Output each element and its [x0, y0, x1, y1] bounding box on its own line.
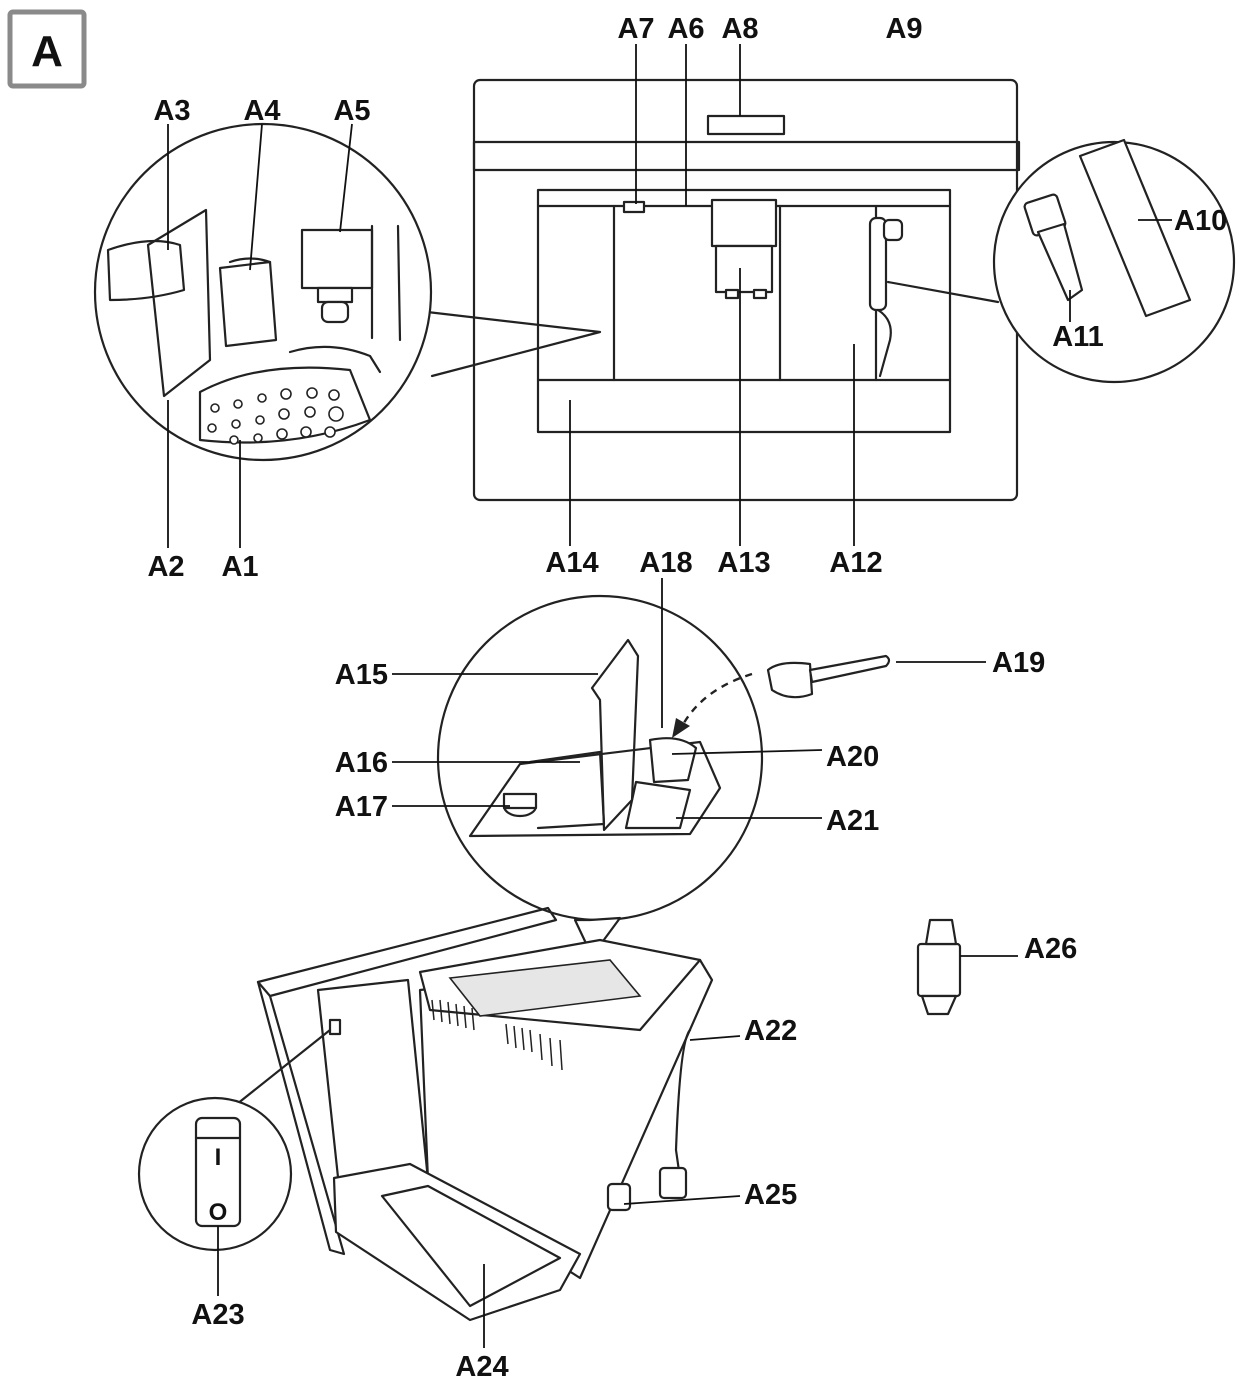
- section-badge: A: [7, 9, 87, 89]
- switch-off-mark: O: [209, 1199, 228, 1226]
- cartridge-detail-circle: [886, 138, 1236, 384]
- label-a12: A12: [829, 547, 882, 579]
- label-a24: A24: [455, 1351, 508, 1383]
- label-a8: A8: [721, 13, 758, 45]
- label-a17: A17: [335, 791, 388, 823]
- switch-on-mark: I: [215, 1144, 222, 1171]
- label-a1: A1: [221, 551, 258, 583]
- label-a3: A3: [153, 95, 190, 127]
- label-a20: A20: [826, 741, 879, 773]
- power-switch-detail-circle: I O: [137, 1028, 332, 1252]
- bean-hopper-detail-circle: [436, 594, 764, 958]
- label-a11: A11: [1052, 321, 1104, 353]
- brew-unit-detail-circle: [93, 122, 602, 462]
- label-a19: A19: [992, 647, 1045, 679]
- label-a4: A4: [243, 95, 280, 127]
- label-a14: A14: [545, 547, 598, 579]
- label-a16: A16: [335, 747, 388, 779]
- label-a6: A6: [667, 13, 704, 45]
- label-a22: A22: [744, 1015, 797, 1047]
- spare-filter-part: [916, 918, 962, 1016]
- section-badge-letter: A: [31, 27, 63, 76]
- measuring-scoop: [766, 654, 891, 699]
- label-a21: A21: [826, 805, 879, 837]
- leader-lines: [167, 44, 1172, 1348]
- label-a18: A18: [639, 547, 692, 579]
- machine-front-view: [472, 78, 1021, 502]
- label-a15: A15: [335, 659, 388, 691]
- label-a7: A7: [617, 13, 654, 45]
- label-a23: A23: [191, 1299, 244, 1331]
- label-a13: A13: [717, 547, 770, 579]
- label-a26: A26: [1024, 933, 1077, 965]
- display-panel: [706, 114, 786, 136]
- part-labels: A3 A4 A5 A7 A6 A8 A9 A10 A11 A2 A1 A14 A…: [147, 13, 1227, 1383]
- label-a10: A10: [1174, 205, 1227, 237]
- label-a5: A5: [333, 95, 370, 127]
- label-a9: A9: [885, 13, 922, 45]
- machine-body-view: [256, 906, 714, 1322]
- label-a2: A2: [147, 551, 184, 583]
- label-a25: A25: [744, 1179, 797, 1211]
